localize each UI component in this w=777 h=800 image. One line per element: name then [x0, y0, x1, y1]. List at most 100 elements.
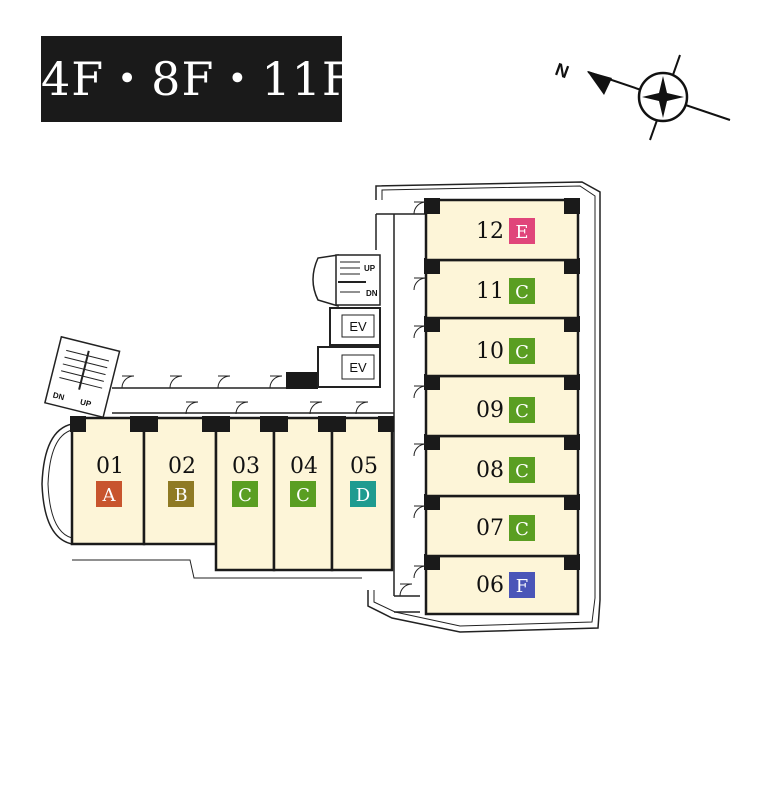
elevator-2: EV — [317, 346, 381, 388]
elevator-1: EV — [329, 307, 381, 346]
floor-title-box: 4F・8F・11F — [41, 36, 355, 122]
door-swing — [413, 443, 427, 457]
elevator-1-label: EV — [349, 319, 367, 334]
column-block — [564, 494, 580, 510]
door-swing — [121, 375, 135, 389]
unit-01-type-badge — [96, 481, 122, 507]
balcony-01-inner — [47, 429, 73, 539]
column-block — [424, 198, 440, 214]
unit-02-number: 02 — [168, 454, 196, 479]
column-block — [564, 374, 580, 390]
column-block — [564, 198, 580, 214]
column-block — [564, 258, 580, 274]
unit-07-number: 07 — [476, 516, 504, 541]
unit-07-type-letter: C — [515, 519, 529, 540]
unit-01[interactable]: 01A — [70, 416, 146, 546]
door-swing — [355, 401, 369, 415]
unit-04-type-badge — [290, 481, 316, 507]
door-swing — [413, 565, 427, 579]
unit-01-number: 01 — [96, 454, 124, 479]
column-block — [424, 258, 440, 274]
unit-12-type-letter: E — [515, 222, 528, 243]
column-block — [564, 434, 580, 450]
left-stair: DN UP — [43, 335, 121, 419]
unit-08-type-badge — [509, 457, 535, 483]
left-stair-dn-label: DN — [52, 391, 66, 403]
unit-12[interactable]: 12 E — [424, 198, 580, 262]
unit-07[interactable]: 07 C — [424, 494, 580, 558]
unit-03-type-badge — [232, 481, 258, 507]
door-swing — [413, 325, 427, 339]
unit-04-type-letter: C — [296, 485, 310, 506]
unit-12-room — [424, 198, 580, 262]
door-swing — [309, 401, 323, 415]
balcony-01 — [41, 423, 73, 545]
door-swing — [413, 385, 427, 399]
unit-02-type-letter: B — [174, 485, 187, 506]
unit-04-number: 04 — [290, 454, 318, 479]
unit-05[interactable]: 05D — [330, 416, 394, 572]
unit-02-type-badge — [168, 481, 194, 507]
north-label: N — [552, 59, 571, 82]
unit-09-type-letter: C — [515, 401, 529, 422]
door-swing — [169, 375, 183, 389]
door-swing — [399, 583, 413, 597]
unit-09-number: 09 — [476, 398, 504, 423]
unit-10-type-letter: C — [515, 342, 529, 363]
unit-04[interactable]: 04C — [272, 416, 334, 572]
unit-10-room — [424, 316, 580, 378]
unit-09-type-badge — [509, 397, 535, 423]
unit-11-type-letter: C — [515, 282, 529, 303]
door-swing — [185, 401, 199, 415]
column-block — [564, 316, 580, 332]
unit-08-number: 08 — [476, 458, 504, 483]
unit-05-type-letter: D — [356, 485, 370, 506]
door-swing — [235, 401, 249, 415]
column-block — [424, 434, 440, 450]
unit-03-number: 03 — [232, 454, 260, 479]
stair-up-label: UP — [364, 264, 376, 273]
unit-07-type-badge — [509, 515, 535, 541]
unit-06-type-badge — [509, 572, 535, 598]
unit-06-room — [424, 554, 580, 616]
column-block — [424, 494, 440, 510]
unit-11[interactable]: 11 C — [424, 258, 580, 320]
column-block — [424, 316, 440, 332]
unit-12-type-badge — [509, 218, 535, 244]
column-block — [142, 416, 158, 432]
unit-11-room — [424, 258, 580, 320]
unit-10-type-badge — [509, 338, 535, 364]
door-swing — [217, 375, 231, 389]
doors-layer — [121, 201, 427, 597]
door-swing — [413, 505, 427, 519]
lower-balcony — [72, 559, 362, 579]
column-block — [272, 416, 288, 432]
stair-core: UP DN — [312, 254, 381, 308]
door-swing — [413, 201, 427, 215]
door-swing — [413, 277, 427, 291]
column-block — [424, 554, 440, 570]
unit-12-number: 12 — [476, 219, 504, 244]
column-block — [214, 416, 230, 432]
unit-05-type-badge — [350, 481, 376, 507]
unit-09[interactable]: 09 C — [424, 374, 580, 438]
unit-06-number: 06 — [476, 573, 504, 598]
stair-dn-label: DN — [366, 289, 378, 298]
door-swing — [269, 375, 283, 389]
unit-09-room — [424, 374, 580, 438]
unit-05-number: 05 — [350, 454, 378, 479]
unit-02[interactable]: 02B — [142, 416, 218, 546]
unit-11-number: 11 — [476, 279, 504, 304]
column-block — [330, 416, 346, 432]
unit-03[interactable]: 03C — [214, 416, 276, 572]
unit-01-type-letter: A — [102, 485, 117, 506]
compass-icon: N — [552, 54, 731, 141]
unit-07-room — [424, 494, 580, 558]
floor-title: 4F・8F・11F — [41, 52, 355, 106]
column-block — [564, 554, 580, 570]
column-block — [424, 374, 440, 390]
